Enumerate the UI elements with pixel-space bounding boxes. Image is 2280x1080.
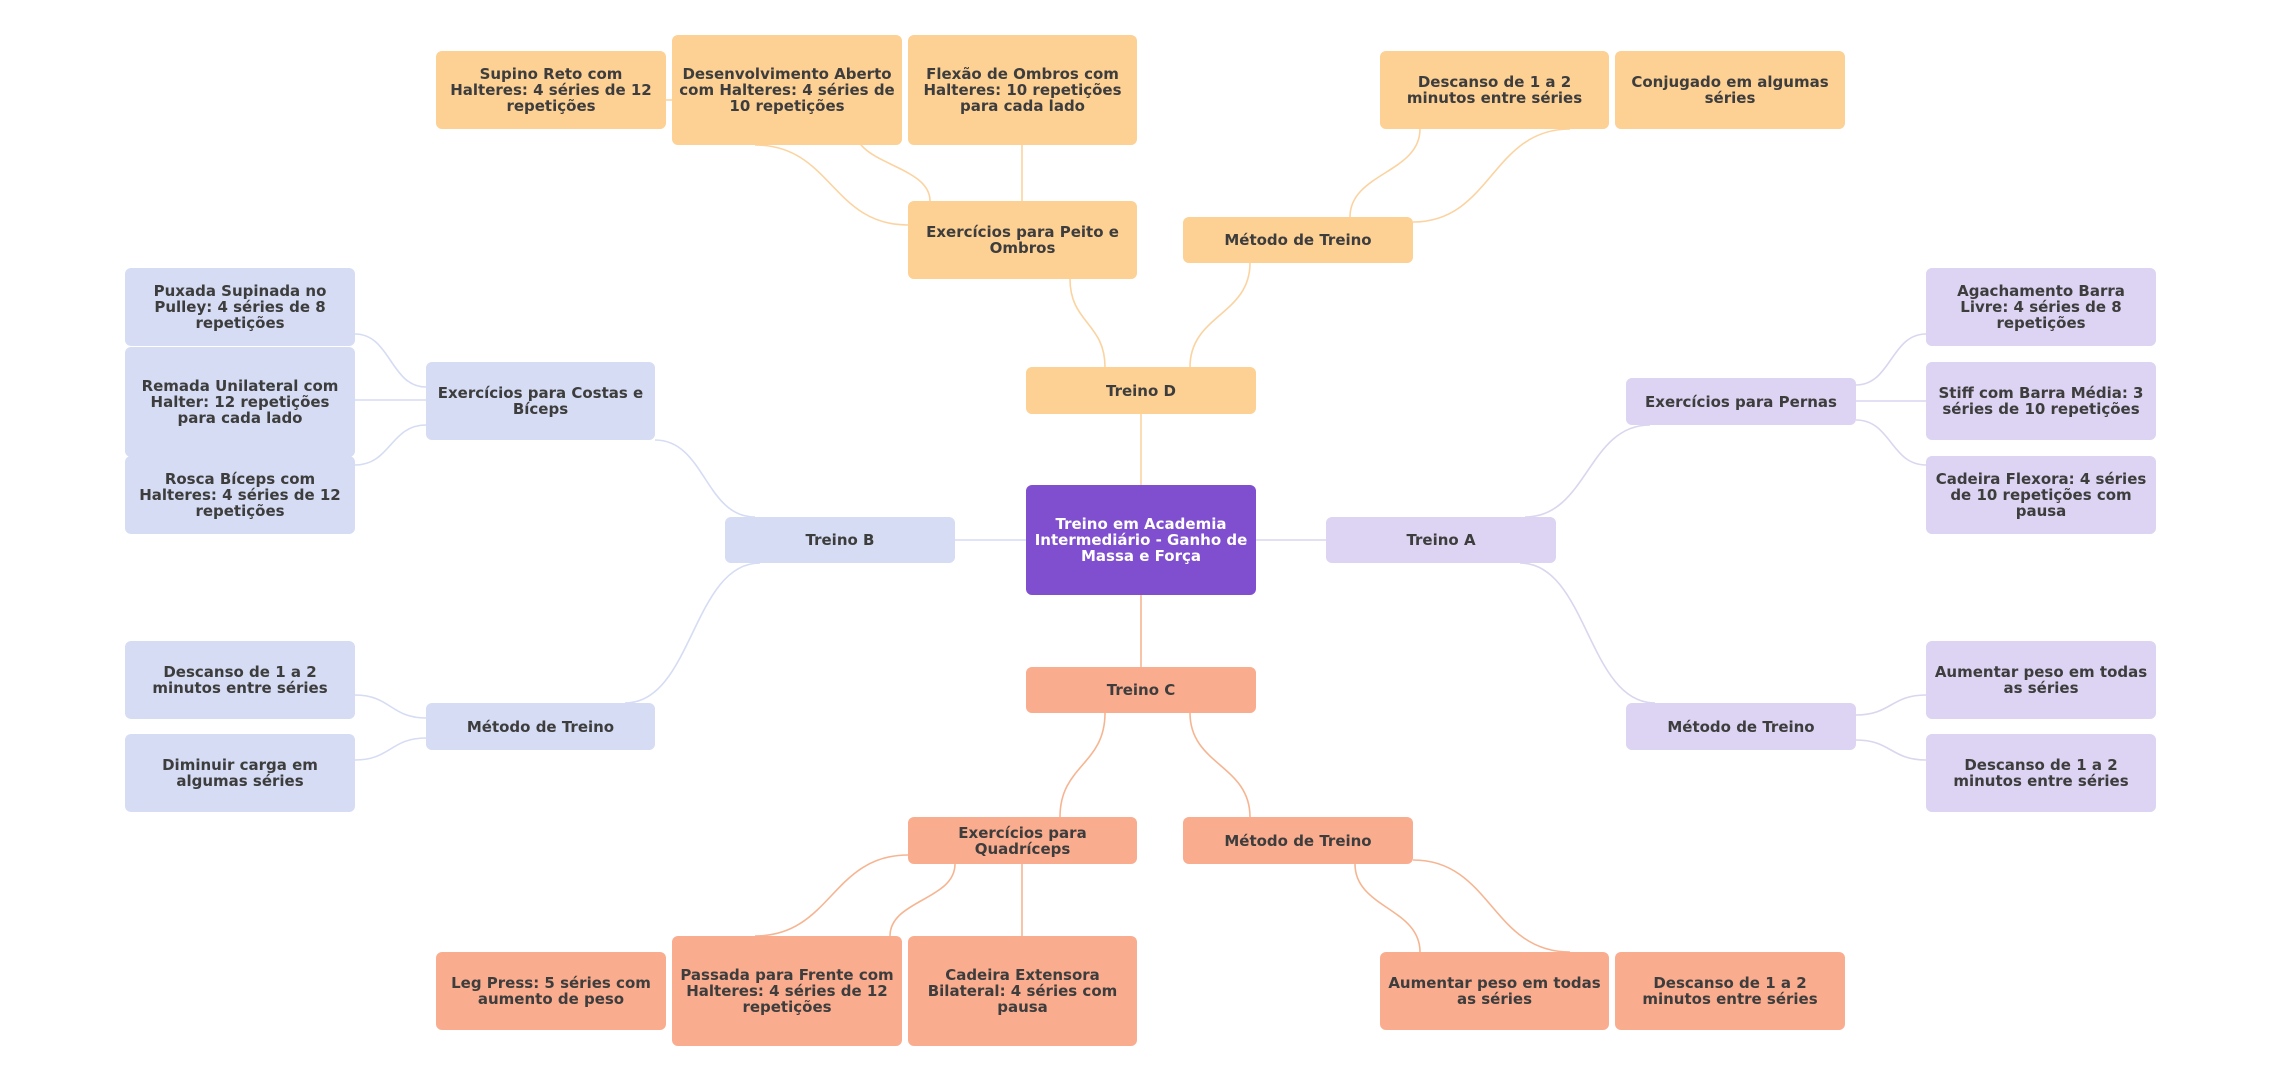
- connector-line: [1069, 278, 1106, 368]
- treino-a-exercicio-item[interactable]: Cadeira Flexora: 4 séries de 10 repetiçõ…: [1926, 456, 2156, 534]
- treino-c-exercicio-item[interactable]: Cadeira Extensora Bilateral: 4 séries co…: [908, 936, 1137, 1046]
- connector-line: [624, 562, 761, 704]
- connector-line: [354, 333, 427, 388]
- connector-line: [1412, 859, 1571, 953]
- treino-d-exercicios-node[interactable]: Exercícios para Peito e Ombros: [908, 201, 1137, 279]
- treino-d-exercicio-item[interactable]: Flexão de Ombros com Halteres: 10 repeti…: [908, 35, 1137, 145]
- treino-d-exercicio-item[interactable]: Desenvolvimento Aberto com Halteres: 4 s…: [672, 35, 902, 145]
- treino-b-exercicio-item[interactable]: Remada Unilateral com Halter: 12 repetiç…: [125, 347, 355, 457]
- treino-b-metodo-item[interactable]: Diminuir carga em algumas séries: [125, 734, 355, 812]
- treino-a-metodo-node[interactable]: Método de Treino: [1626, 703, 1856, 750]
- connector-line: [354, 694, 427, 719]
- treino-b-exercicio-item[interactable]: Puxada Supinada no Pulley: 4 séries de 8…: [125, 268, 355, 346]
- connector-line: [1059, 712, 1106, 818]
- treino-b-metodo-node[interactable]: Método de Treino: [426, 703, 655, 750]
- treino-a-metodo-item[interactable]: Descanso de 1 a 2 minutos entre séries: [1926, 734, 2156, 812]
- treino-c-exercicios-node[interactable]: Exercícios para Quadríceps: [908, 817, 1137, 864]
- connector-line: [754, 854, 909, 937]
- treino-c-exercicio-item[interactable]: Passada para Frente com Halteres: 4 séri…: [672, 936, 902, 1046]
- connector-line: [1349, 128, 1421, 218]
- treino-d-metodo-node[interactable]: Método de Treino: [1183, 217, 1413, 263]
- connector-line: [1855, 739, 1927, 761]
- treino-c-metodo-item[interactable]: Aumentar peso em todas as séries: [1380, 952, 1609, 1030]
- connector-line: [1412, 128, 1571, 223]
- connector-line: [889, 863, 956, 937]
- treino-a-exercicio-item[interactable]: Stiff com Barra Média: 3 séries de 10 re…: [1926, 362, 2156, 440]
- root-node[interactable]: Treino em Academia Intermediário - Ganho…: [1026, 485, 1256, 595]
- treino-d-node[interactable]: Treino D: [1026, 367, 1256, 414]
- connector-line: [354, 424, 427, 466]
- treino-c-exercicio-item[interactable]: Leg Press: 5 séries com aumento de peso: [436, 952, 666, 1030]
- connector-line: [1354, 863, 1421, 953]
- treino-c-metodo-item[interactable]: Descanso de 1 a 2 minutos entre séries: [1615, 952, 1845, 1030]
- connector-line: [1189, 712, 1251, 818]
- connector-line: [1855, 419, 1927, 466]
- treino-a-exercicios-node[interactable]: Exercícios para Pernas: [1626, 378, 1856, 425]
- treino-c-metodo-node[interactable]: Método de Treino: [1183, 817, 1413, 864]
- connector-line: [754, 144, 909, 226]
- treino-d-exercicio-item[interactable]: Supino Reto com Halteres: 4 séries de 12…: [436, 51, 666, 129]
- connector-line: [1189, 262, 1251, 368]
- connector-line: [1519, 562, 1656, 704]
- treino-a-exercicio-item[interactable]: Agachamento Barra Livre: 4 séries de 8 r…: [1926, 268, 2156, 346]
- treino-c-node[interactable]: Treino C: [1026, 667, 1256, 713]
- treino-b-exercicio-item[interactable]: Rosca Bíceps com Halteres: 4 séries de 1…: [125, 456, 355, 534]
- connector-line: [1855, 333, 1927, 386]
- treino-b-metodo-item[interactable]: Descanso de 1 a 2 minutos entre séries: [125, 641, 355, 719]
- connector-line: [354, 737, 427, 761]
- connector-line: [654, 439, 756, 518]
- treino-b-exercicios-node[interactable]: Exercícios para Costas e Bíceps: [426, 362, 655, 440]
- treino-a-metodo-item[interactable]: Aumentar peso em todas as séries: [1926, 641, 2156, 719]
- treino-d-metodo-item[interactable]: Descanso de 1 a 2 minutos entre séries: [1380, 51, 1609, 129]
- treino-b-node[interactable]: Treino B: [725, 517, 955, 563]
- treino-a-node[interactable]: Treino A: [1326, 517, 1556, 563]
- treino-d-metodo-item[interactable]: Conjugado em algumas séries: [1615, 51, 1845, 129]
- connector-line: [1855, 694, 1927, 716]
- connector-line: [1524, 424, 1651, 518]
